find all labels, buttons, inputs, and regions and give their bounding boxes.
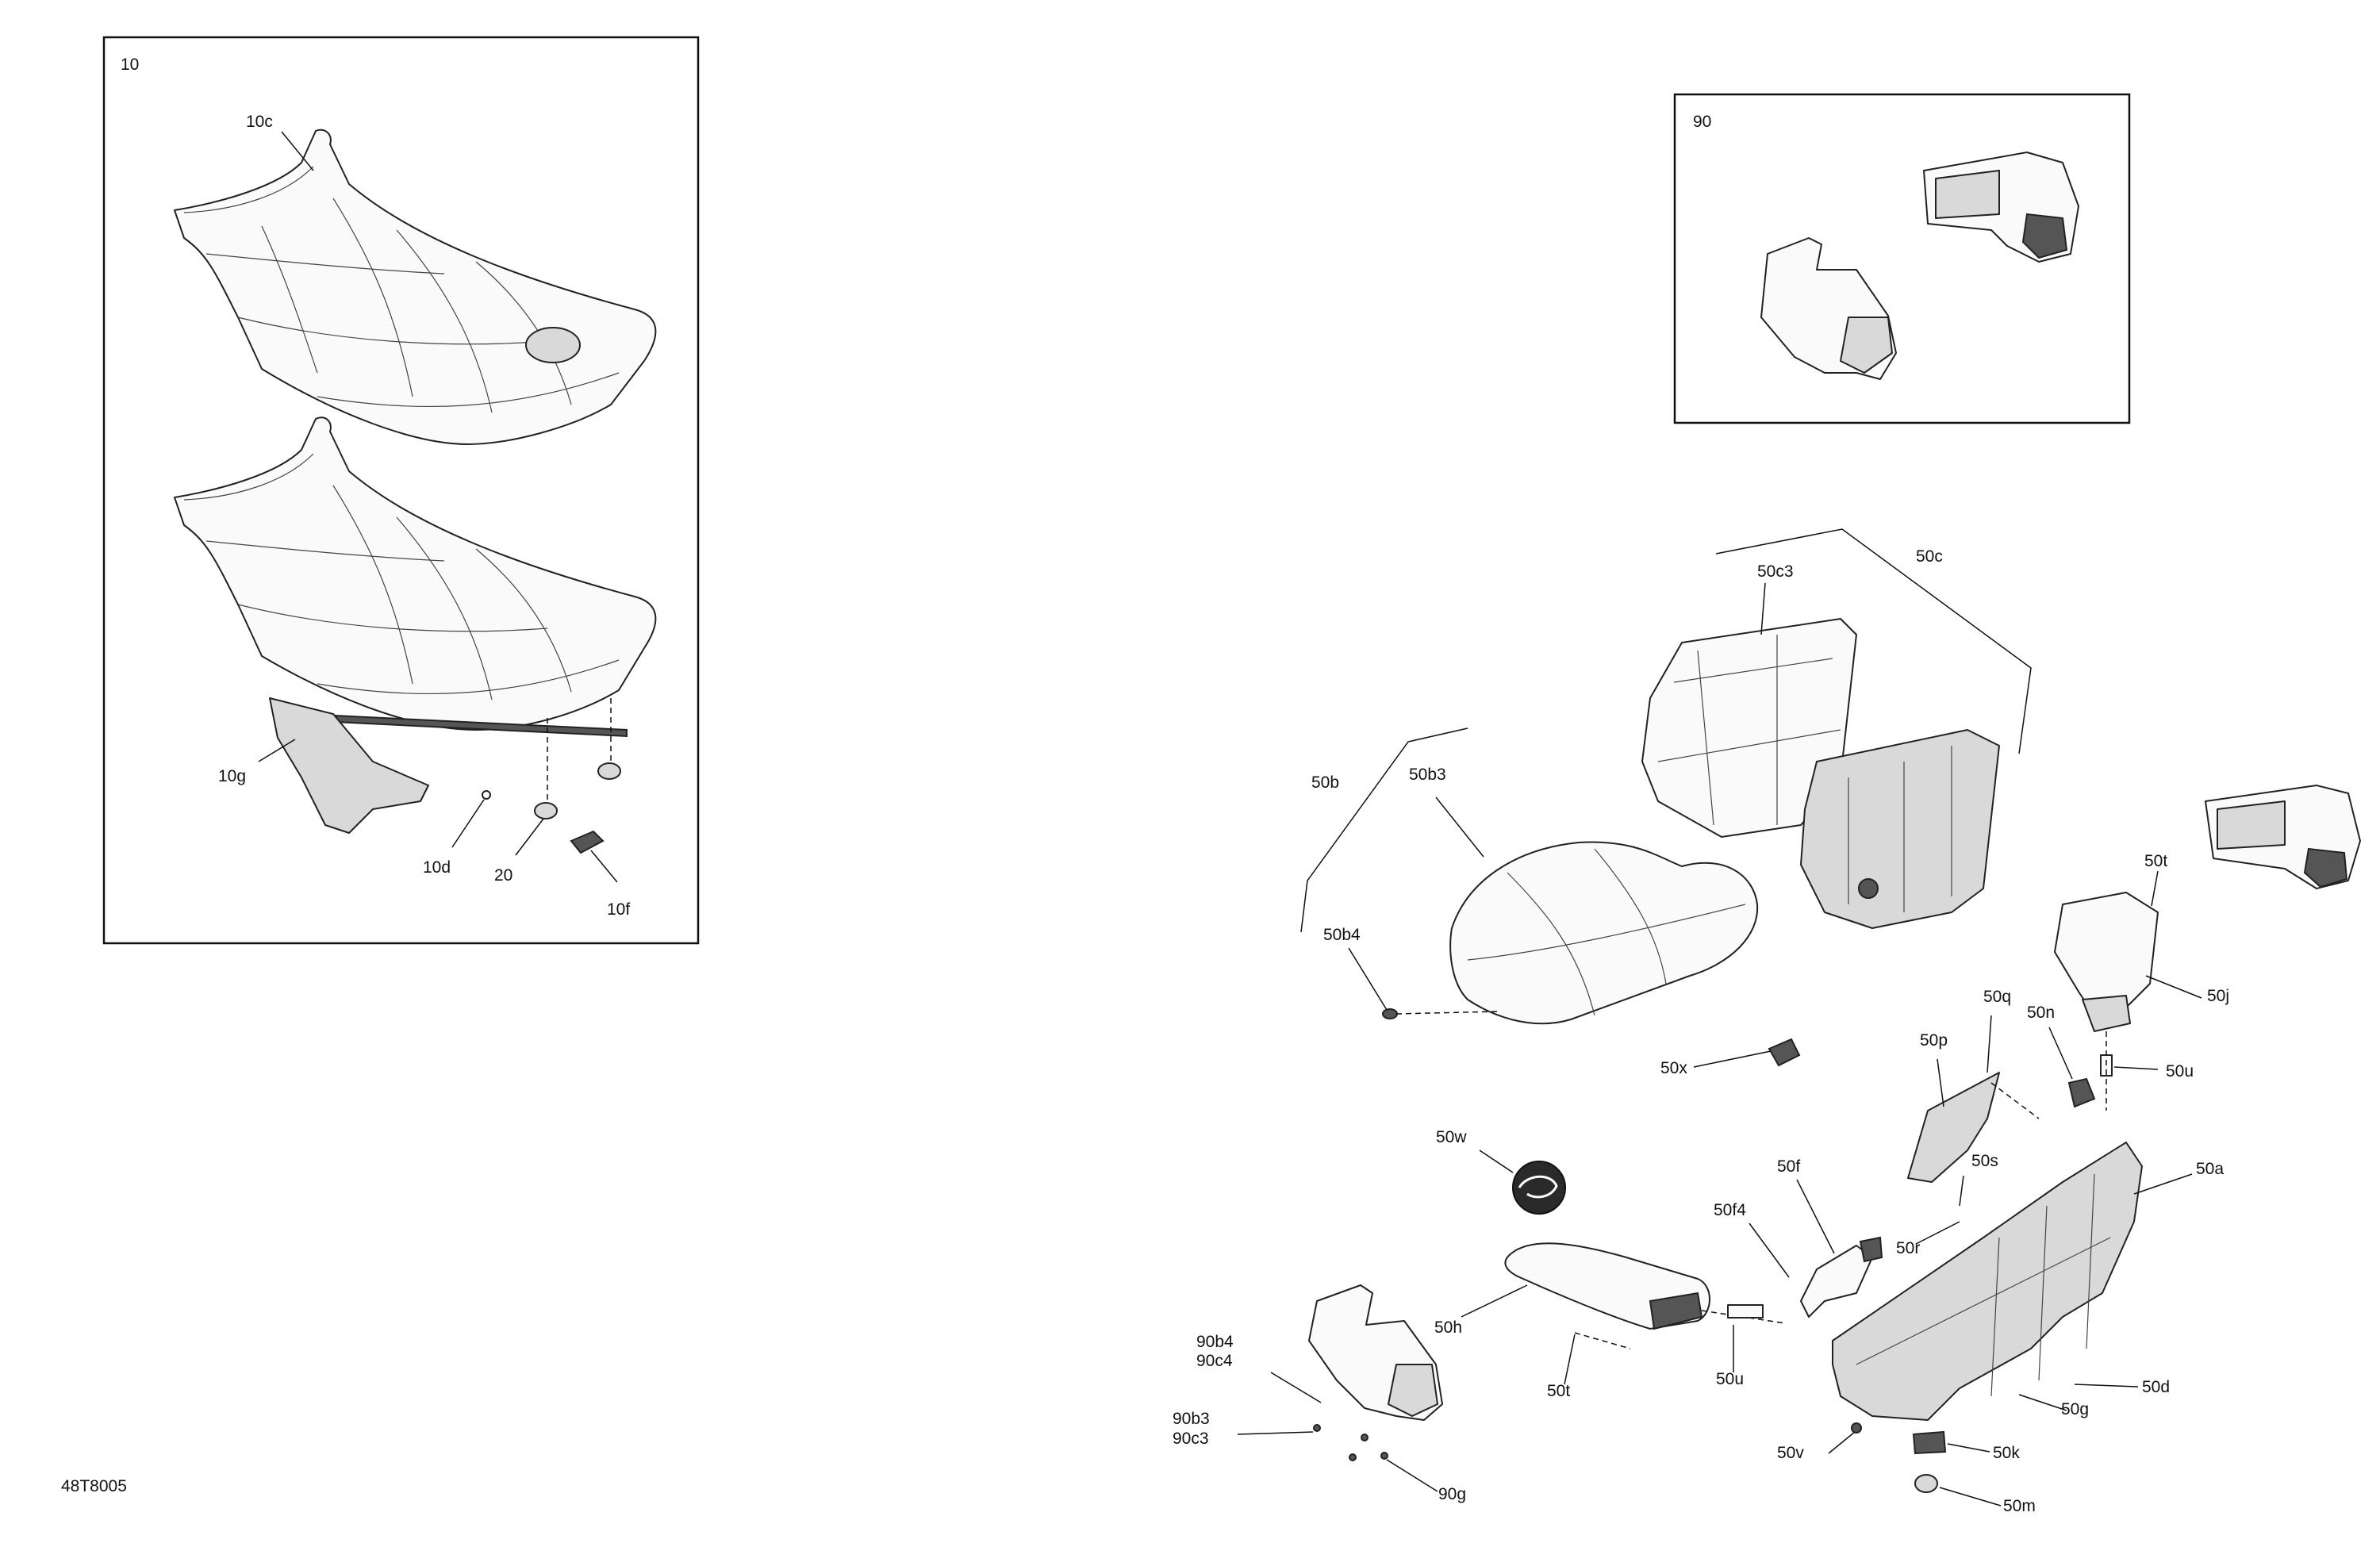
label-50c3: 50c3 — [1757, 562, 1794, 581]
inset-90: 90 — [1673, 93, 2131, 424]
label-50x: 50x — [1660, 1059, 1687, 1077]
backrest-icon — [1641, 618, 1857, 838]
label-90c4: 90c4 — [1196, 1352, 1233, 1370]
armrest-icon — [1760, 237, 1897, 380]
backrest-icon — [1800, 729, 2000, 929]
logo-emblem-icon — [525, 327, 581, 363]
label-50b3: 50b3 — [1409, 766, 1446, 784]
inset-90-title: 90 — [1693, 113, 1711, 131]
fastener-icon — [1349, 1453, 1357, 1461]
seat-base-icon — [1832, 1142, 2143, 1421]
label-50q: 50q — [1983, 988, 2011, 1006]
label-50f: 50f — [1777, 1157, 1800, 1176]
bracket-icon — [1800, 1245, 1873, 1318]
fastener-icon — [1914, 1474, 1938, 1493]
label-90b3: 90b3 — [1173, 1410, 1210, 1428]
label-10d: 10d — [423, 858, 451, 877]
figure-code: 48T8005 — [61, 1477, 127, 1495]
label-90b4: 90b4 — [1196, 1333, 1234, 1351]
label-50w: 50w — [1436, 1128, 1467, 1146]
label-50g: 50g — [2061, 1400, 2089, 1418]
label-50h: 50h — [1434, 1318, 1462, 1337]
label-10c: 10c — [246, 113, 273, 131]
fastener-icon — [1851, 1422, 1862, 1434]
fastener-icon — [1912, 1430, 1947, 1455]
label-50d: 50d — [2142, 1378, 2170, 1396]
side-pod-icon — [1923, 152, 2079, 263]
side-pod-icon — [2054, 892, 2159, 1032]
label-50p: 50p — [1920, 1031, 1948, 1050]
label-50j: 50j — [2207, 987, 2229, 1005]
fastener-icon — [2067, 1077, 2096, 1108]
seat-icon — [174, 129, 657, 445]
fastener-icon — [597, 762, 621, 780]
label-50s: 50s — [1971, 1152, 1998, 1170]
armrest-icon — [1308, 1284, 1443, 1421]
fastener-icon — [1313, 1424, 1321, 1432]
fastener-icon — [482, 790, 491, 800]
main-assembly: 50c 50c3 50b 50b3 50b4 50t 50j 50q 50p 5… — [1173, 528, 2361, 1515]
label-90c3: 90c3 — [1173, 1430, 1209, 1448]
label-50f4: 50f4 — [1714, 1201, 1746, 1219]
fastener-icon — [1727, 1304, 1764, 1318]
label-90g: 90g — [1438, 1485, 1466, 1503]
label-50b4: 50b4 — [1323, 926, 1361, 944]
liner-part — [269, 697, 429, 834]
label-10g: 10g — [218, 767, 246, 785]
logo-emblem-icon — [1512, 1161, 1566, 1215]
label-50u-right: 50u — [2166, 1062, 2194, 1080]
fastener-icon — [1380, 1452, 1388, 1460]
label-50v: 50v — [1777, 1444, 1804, 1462]
inset-90-frame — [1673, 93, 2131, 424]
fastener-icon — [1361, 1434, 1368, 1441]
label-50k: 50k — [1993, 1444, 2020, 1462]
inset-10-frame — [102, 36, 700, 945]
label-50t-bottom: 50t — [1547, 1382, 1570, 1400]
seat-icon — [1449, 841, 1759, 1025]
bracket-icon — [1768, 1038, 1801, 1067]
label-20: 20 — [494, 866, 512, 885]
bracket-icon — [570, 830, 605, 854]
seat-icon — [174, 416, 657, 738]
fastener-icon — [534, 802, 558, 819]
label-50c: 50c — [1916, 547, 1943, 566]
label-10f: 10f — [607, 900, 630, 919]
label-50t-top: 50t — [2144, 852, 2167, 870]
fastener-icon — [1382, 1008, 1398, 1019]
armrest-icon — [1504, 1242, 1710, 1330]
label-50m: 50m — [2003, 1497, 2036, 1515]
label-50b: 50b — [1311, 773, 1339, 792]
side-pod-icon — [2205, 785, 2361, 889]
panel-part — [1907, 1072, 2000, 1183]
label-50n: 50n — [2027, 1004, 2055, 1022]
label-50u-bottom: 50u — [1716, 1370, 1744, 1388]
label-50a: 50a — [2196, 1160, 2224, 1178]
label-50r: 50r — [1896, 1239, 1920, 1257]
inset-10-title: 10 — [121, 56, 139, 74]
inset-10: 10 — [102, 36, 700, 945]
